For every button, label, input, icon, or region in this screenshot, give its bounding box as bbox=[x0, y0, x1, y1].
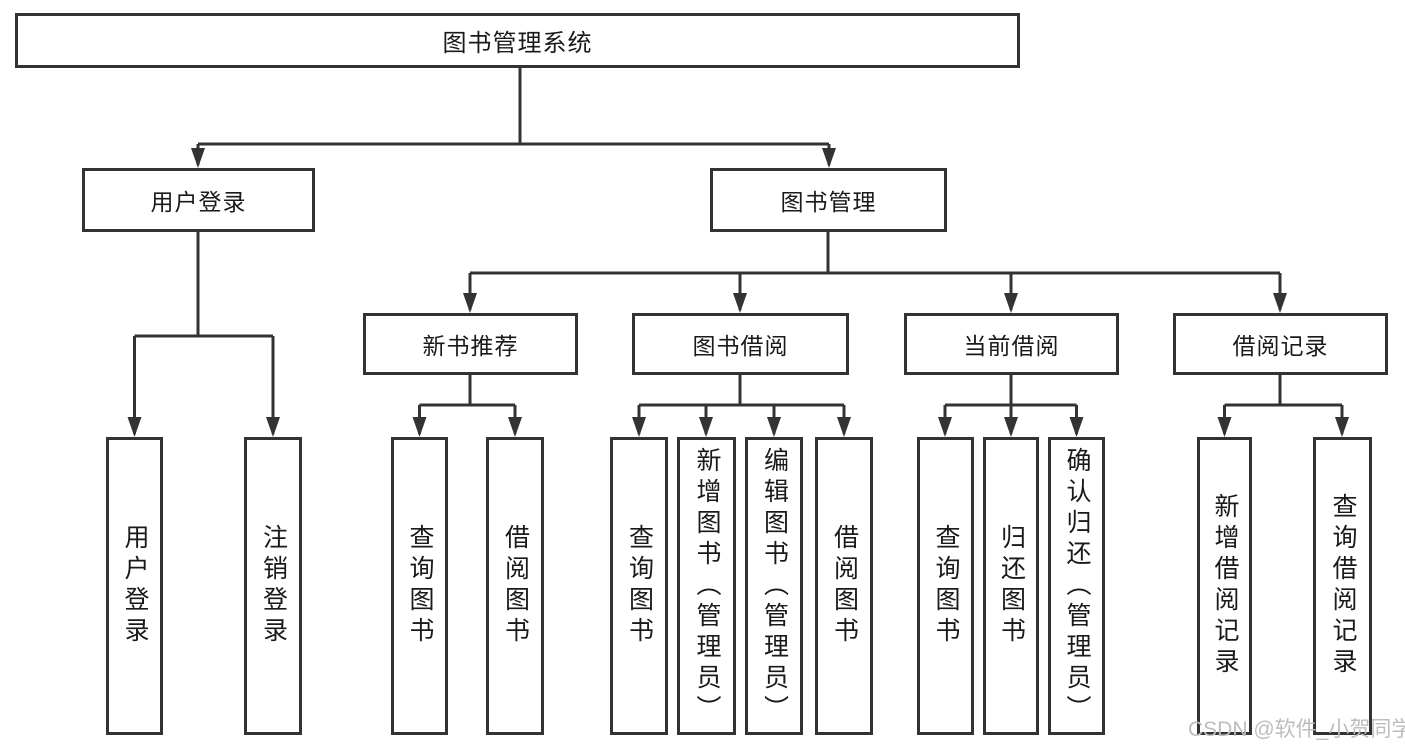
leaf-query-book-newbook: 查询图书 bbox=[391, 437, 448, 735]
node-label: 当前借阅 bbox=[963, 333, 1060, 359]
node-label: 图书管理系统 bbox=[442, 30, 593, 57]
leaf-label: 新增图书（管理员） bbox=[693, 446, 721, 726]
leaf-logout: 注销登录 bbox=[244, 437, 302, 735]
node-label: 图书借阅 bbox=[692, 333, 789, 359]
leaf-label: 注销登录 bbox=[259, 524, 288, 648]
leaf-label: 查询图书 bbox=[932, 524, 960, 648]
leaf-edit-book-admin: 编辑图书（管理员） bbox=[745, 437, 803, 735]
node-label: 用户登录 bbox=[150, 189, 247, 215]
leaf-query-book-current: 查询图书 bbox=[917, 437, 974, 735]
leaf-borrow-book-newbook: 借阅图书 bbox=[486, 437, 544, 735]
node-book-borrowing: 图书借阅 bbox=[632, 313, 849, 375]
leaf-label: 新增借阅记录 bbox=[1211, 493, 1239, 679]
leaf-label: 用户登录 bbox=[121, 524, 149, 648]
leaf-label: 查询图书 bbox=[625, 524, 654, 648]
leaf-user-login: 用户登录 bbox=[106, 437, 163, 735]
leaf-query-borrow-record: 查询借阅记录 bbox=[1313, 437, 1372, 735]
leaf-return-book: 归还图书 bbox=[983, 437, 1039, 735]
node-book-management-branch: 图书管理 bbox=[710, 168, 947, 232]
leaf-label: 借阅图书 bbox=[830, 524, 859, 648]
leaf-label: 编辑图书（管理员） bbox=[760, 446, 789, 726]
leaf-add-borrow-record: 新增借阅记录 bbox=[1197, 437, 1252, 735]
node-library-management-system: 图书管理系统 bbox=[15, 13, 1020, 68]
leaf-label: 查询图书 bbox=[406, 524, 434, 648]
node-borrowing-records: 借阅记录 bbox=[1173, 313, 1388, 375]
node-label: 图书管理 bbox=[780, 189, 877, 215]
node-label: 借阅记录 bbox=[1232, 333, 1329, 359]
node-label: 新书推荐 bbox=[422, 333, 519, 359]
leaf-confirm-return-admin: 确认归还（管理员） bbox=[1048, 437, 1105, 735]
node-new-book-recommend: 新书推荐 bbox=[363, 313, 578, 375]
leaf-label: 借阅图书 bbox=[501, 524, 530, 648]
leaf-borrow-book: 借阅图书 bbox=[815, 437, 873, 735]
leaf-query-book-borrow: 查询图书 bbox=[610, 437, 668, 735]
node-current-borrowing: 当前借阅 bbox=[904, 313, 1119, 375]
arrowhead-icons bbox=[127, 148, 1349, 437]
leaf-add-book-admin: 新增图书（管理员） bbox=[677, 437, 736, 735]
node-user-login-branch: 用户登录 bbox=[82, 168, 315, 232]
leaf-label: 查询借阅记录 bbox=[1329, 493, 1357, 679]
leaf-label: 确认归还（管理员） bbox=[1063, 446, 1091, 726]
leaf-label: 归还图书 bbox=[997, 524, 1026, 648]
csdn-watermark: CSDN @软件_小贺同学 bbox=[1188, 718, 1405, 741]
